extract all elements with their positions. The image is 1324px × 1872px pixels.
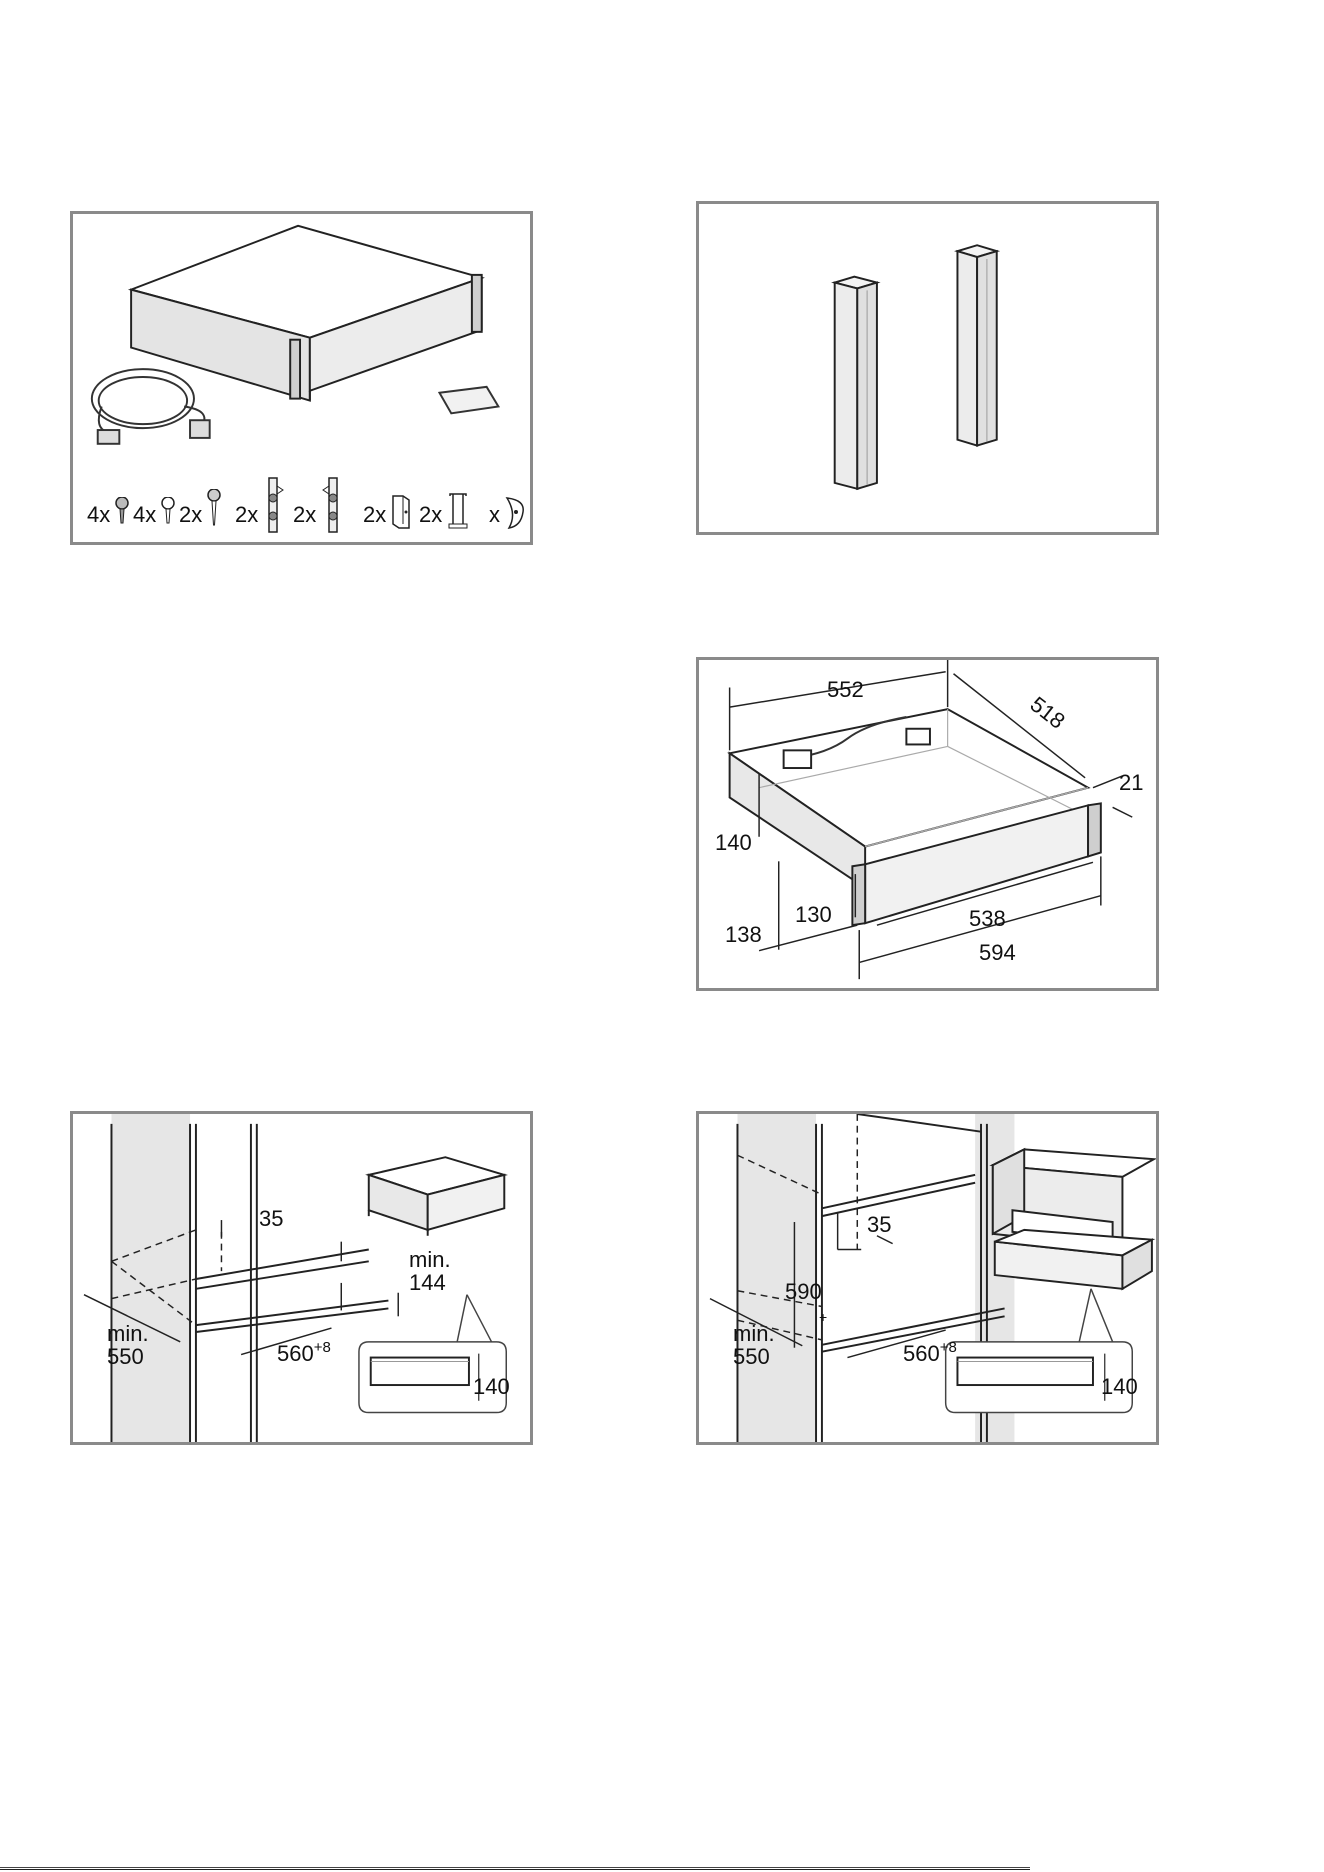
- figure-trim-strips: [696, 201, 1159, 535]
- dim-offset: 35: [259, 1208, 283, 1230]
- screw-a-icon: [115, 497, 129, 525]
- clip-bracket-icon: [447, 492, 469, 530]
- figure-installation-drawer: 35 min.144 min.550 560+8 140: [70, 1111, 533, 1445]
- min-height-value: 144: [409, 1270, 446, 1295]
- dim-width-top: 552: [827, 679, 864, 701]
- footer-rule: [0, 1869, 1030, 1870]
- dim-detail-height: 140: [1101, 1376, 1138, 1398]
- spacer-icon: [503, 496, 527, 530]
- footer-rule: [0, 1867, 1030, 1868]
- part-count: 4x: [87, 504, 110, 526]
- niche-width-value: 560: [277, 1341, 314, 1366]
- dim-min-depth: min.550: [733, 1322, 775, 1368]
- min-depth-value: 550: [107, 1344, 144, 1369]
- dim-front-thickness: 21: [1119, 772, 1143, 794]
- dim-inner-height: 130: [795, 904, 832, 926]
- min-label: min.: [107, 1321, 149, 1346]
- dim-inner-width: 538: [969, 908, 1006, 930]
- cabinet-compact-illustration: [699, 1114, 1156, 1442]
- niche-width-tolerance: +8: [940, 1339, 957, 1356]
- trim-strips-illustration: [699, 204, 1156, 532]
- dim-niche-width: 560+8: [903, 1340, 957, 1365]
- leaflet-icon: [439, 387, 498, 414]
- mounting-bracket-a-icon: [263, 476, 285, 534]
- min-label: min.: [733, 1321, 775, 1346]
- min-depth-value: 550: [733, 1344, 770, 1369]
- dim-front-width: 594: [979, 942, 1016, 964]
- dim-niche-width: 560+8: [277, 1340, 331, 1365]
- dim-compact-height: 590: [785, 1281, 822, 1303]
- dim-offset: 35: [867, 1214, 891, 1236]
- dim-min-height: min.144: [409, 1248, 451, 1294]
- dim-detail-height: 140: [473, 1376, 510, 1398]
- mounting-bracket-b-icon: [321, 476, 343, 534]
- part-count: 4x: [133, 504, 156, 526]
- part-count: 2x: [235, 504, 258, 526]
- part-count: 2x: [179, 504, 202, 526]
- part-count: 2x: [419, 504, 442, 526]
- angle-bracket-icon: [391, 494, 411, 530]
- figure-appliance-dimensions: 552 518 21 140 130 138 538 594: [696, 657, 1159, 991]
- dimension-drawing: [699, 660, 1156, 988]
- min-label: min.: [409, 1247, 451, 1272]
- dim-min-depth: min.550: [107, 1322, 149, 1368]
- power-cable-icon: [92, 369, 210, 444]
- cabinet-drawer-illustration: [73, 1114, 530, 1442]
- dim-front-height: 138: [725, 924, 762, 946]
- dim-compact-height-tolerance: +: [819, 1310, 827, 1324]
- niche-width-tolerance: +8: [314, 1339, 331, 1356]
- dim-body-height: 140: [715, 832, 752, 854]
- part-count: 2x: [293, 504, 316, 526]
- part-count: 2x: [363, 504, 386, 526]
- figure-installation-compact: 35 590 + min.550 560+8 140: [696, 1111, 1159, 1445]
- figure-scope-of-delivery: 4x 4x 2x 2x 2x 2x 2x x: [70, 211, 533, 545]
- part-count: x: [489, 504, 500, 526]
- wood-screw-icon: [207, 489, 221, 527]
- niche-width-value: 560: [903, 1341, 940, 1366]
- screw-b-icon: [161, 497, 175, 525]
